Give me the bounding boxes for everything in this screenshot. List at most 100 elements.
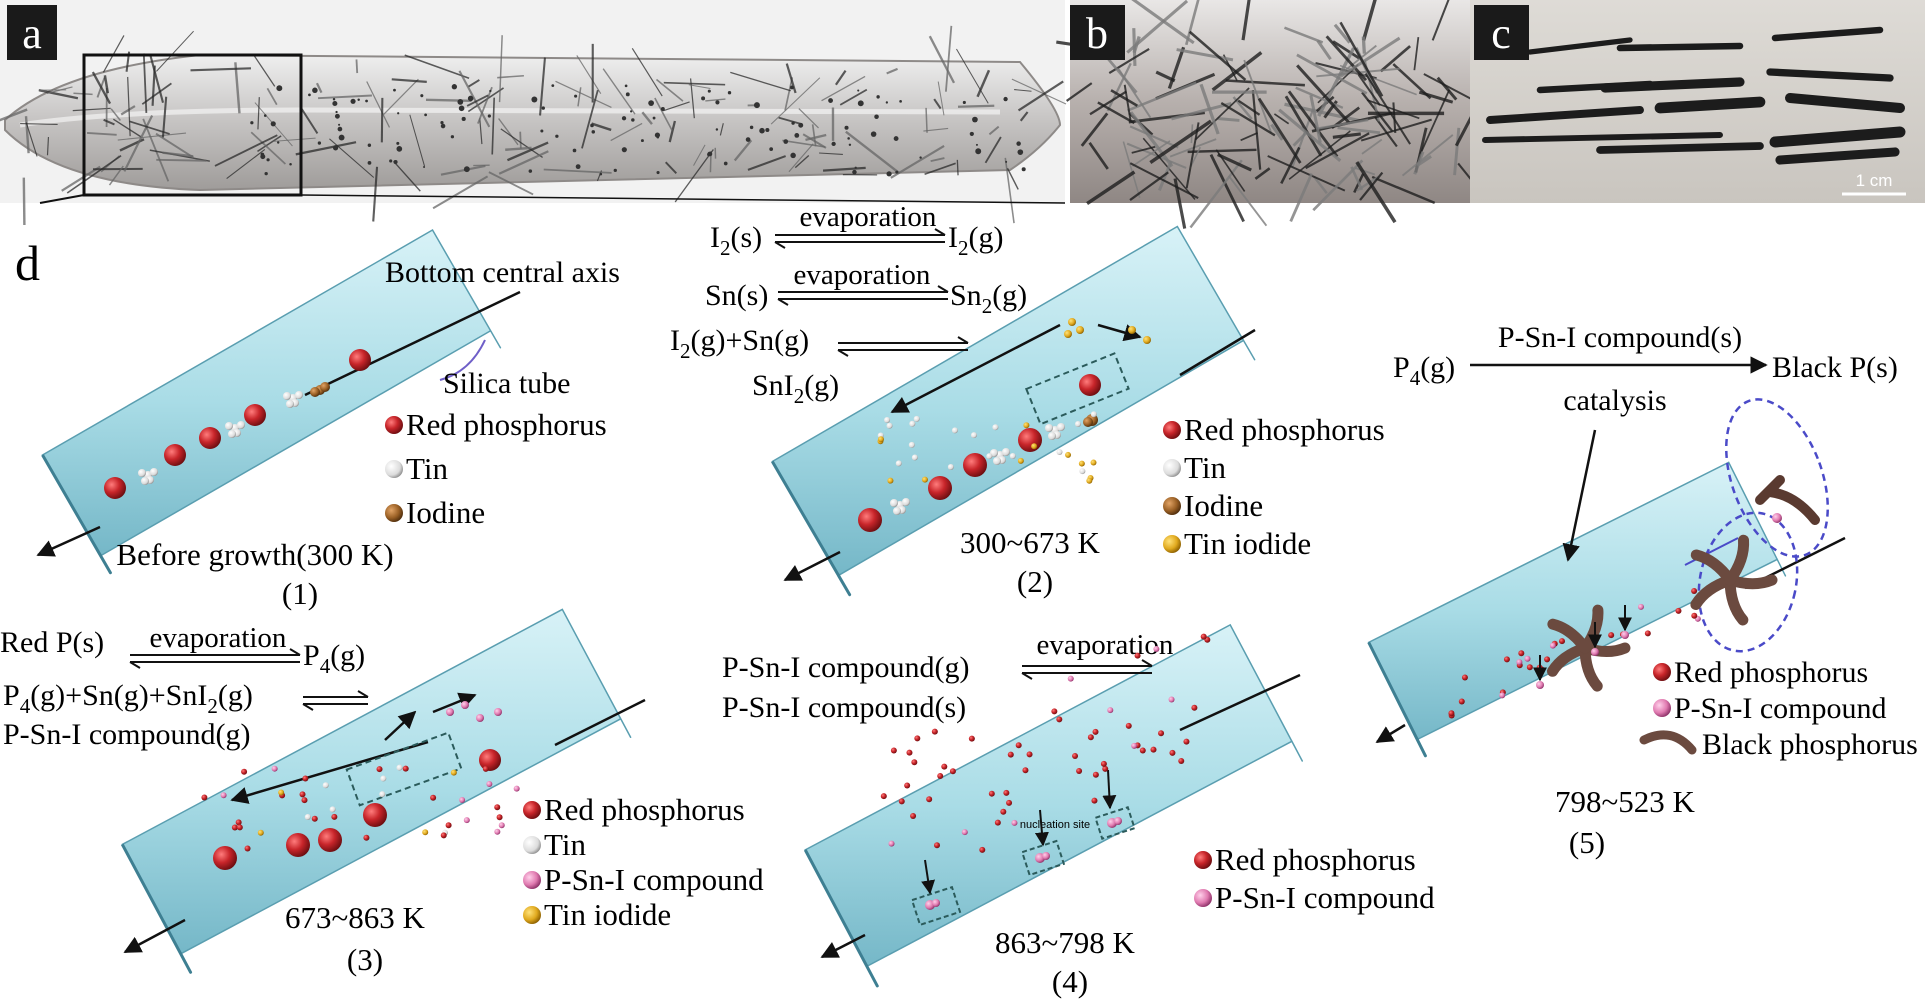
vapor-particle [396, 764, 403, 771]
crystal-mark [893, 136, 899, 142]
crystal-mark [332, 97, 336, 101]
crystal-mark [1361, 36, 1366, 54]
crystal-mark [393, 159, 398, 165]
crystal-mark [930, 157, 945, 163]
crystal-mark [1270, 123, 1284, 141]
crystal-mark [798, 122, 804, 128]
svg-text:Red P(s): Red P(s) [0, 626, 104, 659]
crystal-mark [1350, 166, 1364, 191]
psni-particle [1114, 817, 1122, 825]
tin-particle [893, 507, 901, 515]
legend-label: Red phosphorus [544, 792, 745, 827]
psni-particle [1536, 681, 1544, 689]
crystal-mark [367, 161, 372, 165]
crystal-mark [467, 79, 480, 88]
nucleation-label: nucleation site [1020, 819, 1090, 831]
crystal-mark [886, 171, 892, 177]
crystal-mark [1176, 48, 1234, 62]
vapor-particle [1102, 765, 1109, 772]
vapor-particle [1051, 708, 1058, 715]
panel-label-c: c [1491, 9, 1511, 58]
tube-rim [41, 454, 112, 575]
equilibrium-arrow [302, 690, 369, 711]
vapor-particle [1691, 612, 1698, 619]
vapor-particle [231, 824, 238, 831]
svg-text:I2(g)+Sn(g): I2(g)+Sn(g) [670, 324, 809, 363]
vapor-particle [1076, 767, 1083, 774]
crystal-mark [25, 122, 38, 157]
crystal-mark [1296, 53, 1368, 95]
crystal-mark [1149, 119, 1212, 165]
crystal-mark [925, 107, 928, 133]
svg-text:P4(g)+Sn(g)+SnI2(g): P4(g)+Sn(g)+SnI2(g) [3, 679, 253, 718]
crystal-mark [108, 165, 124, 186]
vapor-particle [949, 768, 956, 775]
crystal-mark [919, 156, 922, 159]
crystal-mark [641, 111, 653, 125]
crystal-mark [937, 81, 945, 116]
crystal-mark [338, 134, 345, 141]
vapor-particle [1134, 652, 1141, 659]
crystal-mark [656, 170, 660, 175]
vapor-particle [1026, 751, 1033, 758]
crystal-mark [457, 99, 464, 105]
svg-text:I2(s): I2(s) [710, 221, 762, 260]
svg-text:I2(g): I2(g) [948, 221, 1003, 260]
ribbon-photo [1486, 106, 1644, 124]
vapor-particle [1074, 420, 1081, 427]
crystal-mark [1337, 126, 1381, 135]
crystal-mark [393, 160, 421, 192]
crystal-mark [466, 94, 489, 107]
crystal-mark [1011, 78, 1067, 105]
step-2: I2(s) evaporation I2(g) Sn(s) evaporatio… [670, 201, 1385, 599]
crystal-mark [899, 99, 902, 103]
vapor-particle [402, 765, 409, 772]
photo-panel-c: 1 cm [1470, 0, 1925, 203]
vapor-particle [311, 815, 318, 822]
crystal-mark [424, 113, 427, 117]
legend-swatch [1163, 497, 1181, 515]
crystal-mark [329, 138, 375, 178]
crystal-mark [1339, 36, 1401, 78]
crystal-mark [1251, 89, 1262, 170]
vapor-particle [1022, 767, 1029, 774]
crystal-mark [1355, 161, 1397, 224]
crystal-mark [367, 143, 372, 147]
crystal-mark [372, 166, 379, 222]
vapor-particle [1461, 674, 1468, 681]
crystal-mark [693, 144, 706, 166]
vapor-particle [1675, 607, 1682, 614]
tin-particle [295, 391, 303, 399]
crystal-mark [1364, 72, 1411, 145]
crystal-mark [315, 82, 323, 94]
crystal-mark [581, 89, 599, 149]
psni-particle [1621, 631, 1629, 639]
svg-text:Sn(s): Sn(s) [705, 279, 768, 312]
crystal-mark [625, 92, 630, 97]
red-phosphorus-particle [479, 749, 501, 771]
crystal-mark [591, 122, 612, 132]
red-phosphorus-particle [286, 833, 310, 857]
vapor-particle [911, 454, 918, 461]
step2-temp: 300~673 K [960, 525, 1101, 560]
crystal-mark [730, 71, 791, 92]
vapor-particle [904, 782, 911, 789]
vapor-particle [1458, 698, 1465, 705]
crystal-mark [250, 131, 286, 165]
svg-text:SnI2(g): SnI2(g) [752, 369, 839, 408]
vapor-particle [513, 785, 520, 792]
vapor-particle [1090, 459, 1097, 466]
crystal-mark [972, 116, 978, 123]
vapor-particle [322, 782, 329, 789]
legend-swatch [385, 416, 403, 434]
crystal-mark [451, 84, 458, 90]
crystal-mark [461, 116, 466, 122]
crystal-mark [1129, 171, 1169, 201]
crystal-mark [811, 124, 817, 147]
crystal-mark [1209, 153, 1245, 223]
tin-particle [225, 422, 233, 430]
crystal-mark [723, 161, 728, 166]
legend-label: Tin [406, 451, 448, 486]
crystal-mark [337, 126, 343, 132]
crystal-mark [317, 141, 322, 145]
